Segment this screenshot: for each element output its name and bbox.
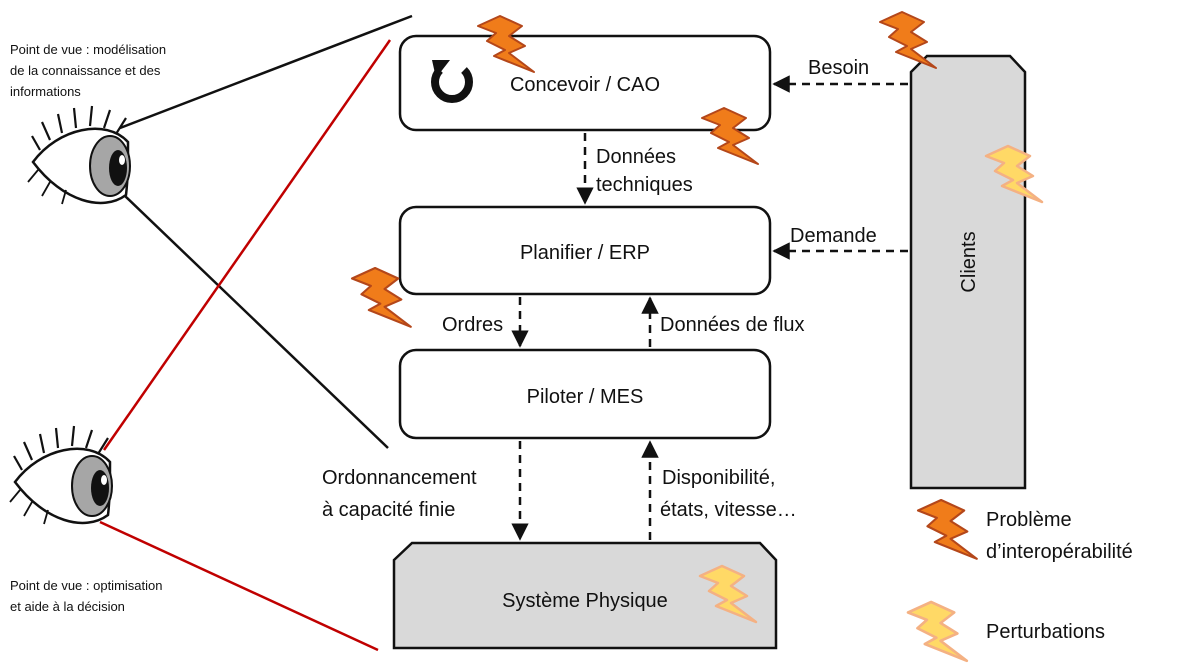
- flow-ordonnancement-line-2: à capacité finie: [322, 499, 455, 521]
- viewpoint-top-line-3: informations: [10, 84, 81, 99]
- viewpoint-top-line-1: Point de vue : modélisation: [10, 42, 166, 57]
- flow-besoin-label: Besoin: [808, 57, 869, 79]
- box-planifier: [398, 205, 772, 296]
- box-systeme: [392, 541, 778, 650]
- view-line-bottom-1: [102, 39, 392, 451]
- legend-interop-line-2: d’interopérabilité: [986, 541, 1133, 563]
- flow-ordonnancement-line-1: Ordonnancement: [322, 467, 477, 489]
- lightning-interop-icon: [916, 498, 978, 560]
- flow-donnees-techniques-line-1: Données: [596, 146, 676, 168]
- flow-ordres-label: Ordres: [442, 314, 503, 336]
- refresh-icon: [431, 60, 473, 104]
- flow-disponibilite-line-2: états, vitesse…: [660, 499, 797, 521]
- box-systeme-label: Système Physique: [502, 590, 668, 612]
- box-concevoir: [398, 34, 772, 132]
- eye-icon: [9, 425, 113, 525]
- box-clients-label: Clients: [958, 231, 980, 292]
- lightning-perturbation-icon: [906, 600, 969, 663]
- view-line-top-2: [124, 195, 389, 449]
- viewpoint-bottom-line-1: Point de vue : optimisation: [10, 578, 162, 593]
- flow-demande-label: Demande: [790, 225, 877, 247]
- flow-donnees-techniques-line-2: techniques: [596, 174, 693, 196]
- flow-disponibilite-line-1: Disponibilité,: [662, 467, 775, 489]
- box-concevoir-label: Concevoir / CAO: [510, 74, 660, 96]
- flow-donnees-flux-label: Données de flux: [660, 314, 805, 336]
- box-planifier-label: Planifier / ERP: [520, 242, 650, 264]
- box-piloter: [398, 348, 772, 440]
- box-clients: [909, 54, 1027, 490]
- viewpoint-bottom-line-2: et aide à la décision: [10, 599, 125, 614]
- legend-interop-line-1: Problème: [986, 509, 1072, 531]
- view-line-bottom-2: [99, 520, 379, 652]
- legend-perturbations: Perturbations: [986, 621, 1105, 643]
- box-piloter-label: Piloter / MES: [527, 386, 644, 408]
- eye-icon: [27, 105, 131, 205]
- view-line-top-1: [119, 14, 413, 130]
- viewpoint-top-line-2: de la connaissance et des: [10, 63, 161, 78]
